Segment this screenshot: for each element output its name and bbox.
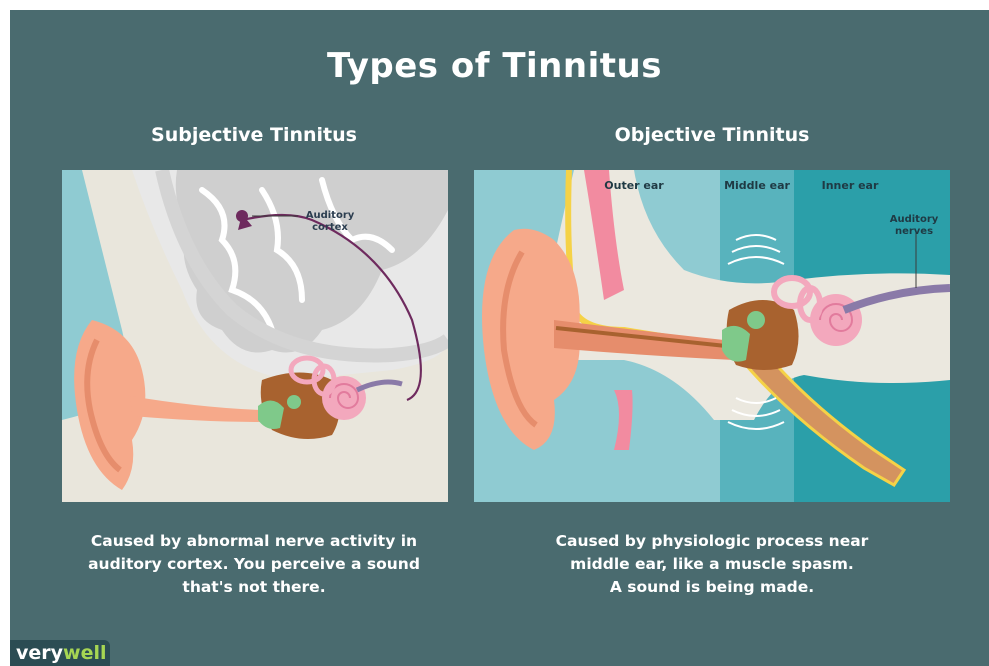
page-title: Types of Tinnitus: [0, 46, 989, 86]
objective-caption-line: middle ear, like a muscle spasm.: [502, 553, 922, 576]
objective-caption-line: Caused by physiologic process near: [502, 530, 922, 553]
logo-word-well: well: [63, 642, 106, 664]
subjective-caption-line: Caused by abnormal nerve activity in: [44, 530, 464, 553]
auditory-cortex-label: Auditory: [306, 210, 355, 221]
auditory-nerves-label: Auditory: [890, 214, 939, 225]
subjective-ear-diagram: Auditory cortex: [62, 170, 448, 502]
objective-ear-diagram: Outer ear Middle ear Inner ear Auditory …: [474, 170, 950, 502]
middle-ear-label: Middle ear: [724, 179, 790, 192]
subjective-heading: Subjective Tinnitus: [64, 124, 444, 146]
objective-caption-line: A sound is being made.: [502, 576, 922, 599]
subjective-illustration: Auditory cortex: [62, 170, 448, 502]
auditory-cortex-label-line2: cortex: [312, 222, 348, 233]
objective-caption: Caused by physiologic process near middl…: [502, 530, 922, 599]
verywell-logo: verywell: [10, 640, 110, 666]
inner-ear-label: Inner ear: [822, 179, 879, 192]
auditory-nerves-label-line2: nerves: [895, 226, 933, 237]
objective-heading: Objective Tinnitus: [522, 124, 902, 146]
logo-word-very: very: [16, 642, 63, 664]
objective-illustration: Outer ear Middle ear Inner ear Auditory …: [474, 170, 950, 502]
subjective-caption: Caused by abnormal nerve activity in aud…: [44, 530, 464, 599]
outer-ear-label: Outer ear: [604, 179, 664, 192]
subjective-caption-line: auditory cortex. You perceive a sound: [44, 553, 464, 576]
subjective-caption-line: that's not there.: [44, 576, 464, 599]
